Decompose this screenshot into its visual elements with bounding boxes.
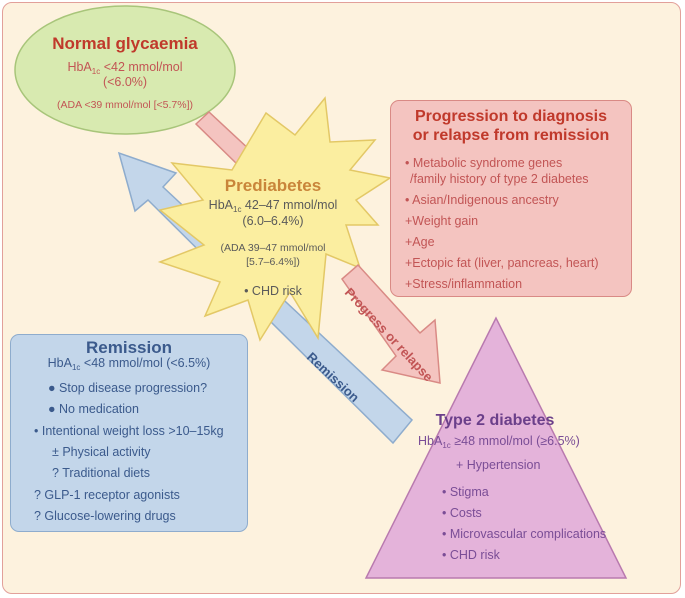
progression-box <box>390 100 632 297</box>
hba1c-sub: 1c <box>71 363 81 372</box>
progression-item: • Metabolic syndrome genes <box>405 156 563 170</box>
normal-glycaemia-ellipse <box>14 5 236 135</box>
remission-title: Remission <box>86 338 172 357</box>
prediabetes-ada-2: [5.7–6.4%]) <box>246 256 300 268</box>
hba1c-sub: 1c <box>442 441 451 450</box>
progression-item: +Age <box>405 235 435 249</box>
progression-item: +Ectopic fat (liver, pancreas, heart) <box>405 256 599 270</box>
progression-title-2: or relapse from remission <box>412 127 610 144</box>
t2d-item: • Costs <box>442 506 482 520</box>
remission-item: ? Glucose-lowering drugs <box>34 509 176 523</box>
t2d-item: • Stigma <box>442 485 489 499</box>
prediabetes-risk: • CHD risk <box>244 284 302 298</box>
prediabetes-ada-1: (ADA 39–47 mmol/mol <box>220 242 326 254</box>
remission-item: ● Stop disease progression? <box>48 381 208 395</box>
progression-title-1: Progression to diagnosis <box>414 108 608 125</box>
remission-item: ? Traditional diets <box>52 466 150 480</box>
normal-glycaemia-title: Normal glycaemia <box>52 34 198 53</box>
t2d-item: • Microvascular complications <box>442 527 607 541</box>
type2-diabetes-triangle <box>364 316 628 579</box>
progression-item: +Weight gain <box>405 214 479 228</box>
t2d-item: • CHD risk <box>442 548 500 562</box>
prediabetes-hba1c-pct: (6.0–6.4%) <box>242 214 304 228</box>
remission-item: ? GLP-1 receptor agonists <box>34 488 180 502</box>
remission-box <box>10 334 248 532</box>
normal-hba1c-pct: (<6.0%) <box>102 75 148 89</box>
hba1c-value: <48 mmol/mol (<6.5%) <box>80 356 211 370</box>
remission-item: • Intentional weight loss >10–15kg <box>34 424 224 438</box>
remission-item: ● No medication <box>48 402 139 416</box>
t2d-hba1c: HbA1c ≥48 mmol/mol (≥6.5%) <box>418 434 580 450</box>
progression-item: +Stress/inflammation <box>405 277 523 291</box>
hba1c-sub: 1c <box>233 205 242 214</box>
normal-ada: (ADA <39 mmol/mol [<5.7%]) <box>57 99 193 111</box>
hba1c-value: <42 mmol/mol <box>100 60 183 74</box>
remission-hba1c: HbA1c <48 mmol/mol (<6.5%) <box>12 356 246 372</box>
hba1c-label: HbA <box>47 356 72 370</box>
normal-hba1c: HbA1c <42 mmol/mol <box>35 60 215 76</box>
hba1c-value: ≥48 mmol/mol (≥6.5%) <box>450 434 580 448</box>
hba1c-label: HbA <box>208 198 233 212</box>
t2d-title: Type 2 diabetes <box>435 412 555 429</box>
hba1c-value: 42–47 mmol/mol <box>241 198 338 212</box>
prediabetes-hba1c: HbA1c 42–47 mmol/mol <box>193 198 353 214</box>
prediabetes-title: Prediabetes <box>224 176 322 195</box>
hba1c-label: HbA <box>418 434 443 448</box>
progression-item: • Asian/Indigenous ancestry <box>405 193 559 207</box>
t2d-hypertension: + Hypertension <box>456 458 541 472</box>
progression-item: /family history of type 2 diabetes <box>410 172 589 186</box>
progress-relapse-arrow <box>340 263 441 384</box>
hba1c-sub: 1c <box>91 67 101 76</box>
hba1c-label: HbA <box>67 60 92 74</box>
prediabetes-star <box>157 96 392 342</box>
remission-item: ± Physical activity <box>52 445 151 459</box>
